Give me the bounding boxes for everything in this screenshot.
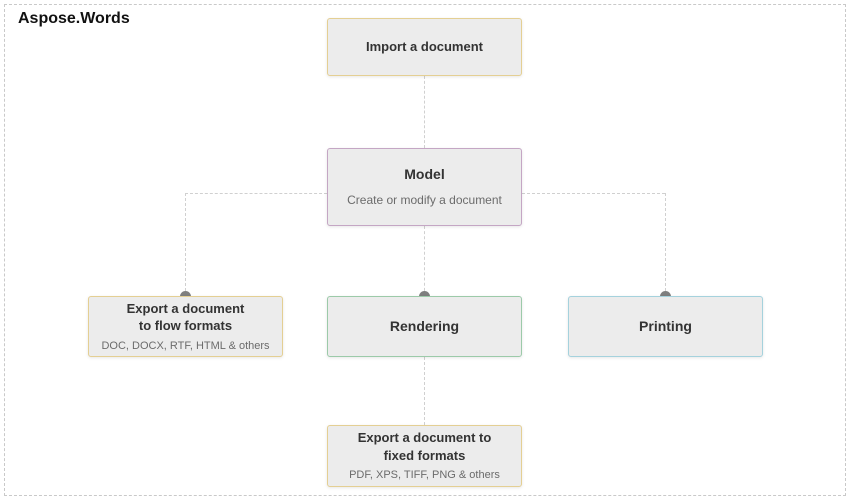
node-export-fixed-formats: Export a document to fixed formats PDF, … [327, 425, 522, 487]
outer-dashed-border [4, 4, 846, 496]
connector-model-branch-left [185, 193, 327, 194]
connector-branch-to-printing [665, 193, 666, 296]
node-export-flow-formats-subtitle: DOC, DOCX, RTF, HTML & others [101, 339, 270, 352]
node-model-title: Model [404, 166, 445, 183]
node-printing: Printing [568, 296, 763, 357]
node-model-subtitle: Create or modify a document [347, 193, 502, 208]
connector-rendering-to-fixed-formats [424, 357, 425, 425]
node-export-flow-formats: Export a document to flow formats DOC, D… [88, 296, 283, 357]
connector-model-to-rendering [424, 226, 425, 296]
node-rendering-title: Rendering [389, 318, 460, 335]
node-model: Model Create or modify a document [327, 148, 522, 226]
node-printing-title: Printing [639, 318, 692, 335]
node-import-a-document: Import a document [327, 18, 522, 76]
node-rendering: Rendering [327, 296, 522, 357]
connector-import-to-model [424, 76, 425, 148]
node-export-fixed-formats-title: Export a document to fixed formats [357, 430, 492, 463]
page-title: Aspose.Words [18, 10, 130, 27]
node-import-title: Import a document [365, 39, 483, 55]
connector-branch-to-flow-formats [185, 193, 186, 296]
node-export-flow-formats-title: Export a document to flow formats [126, 300, 245, 334]
connector-model-branch-right [522, 193, 665, 194]
node-export-fixed-formats-subtitle: PDF, XPS, TIFF, PNG & others [349, 469, 500, 482]
